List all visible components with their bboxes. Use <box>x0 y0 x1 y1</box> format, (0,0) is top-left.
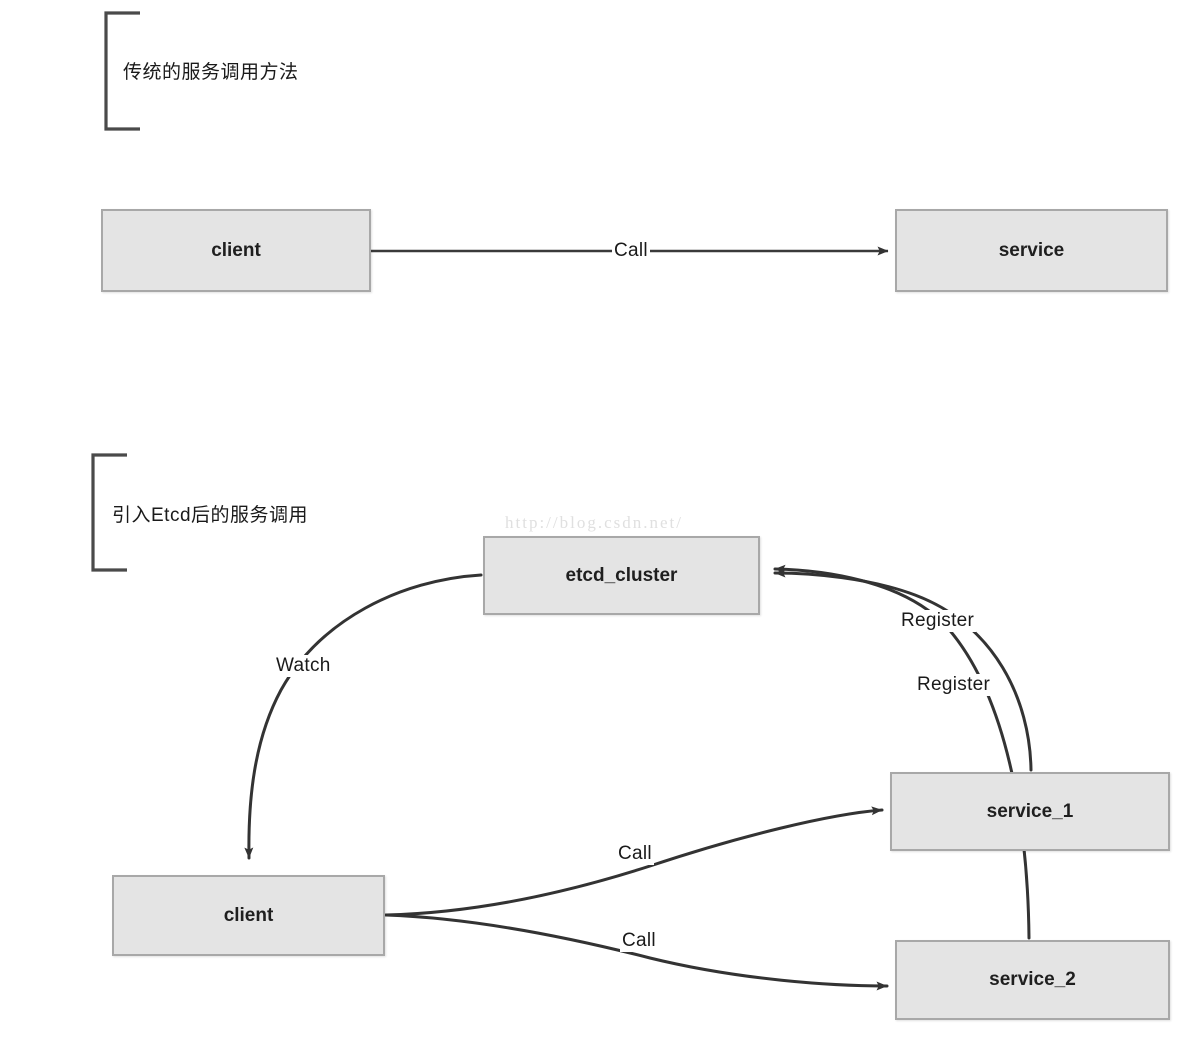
node-label: service <box>998 239 1065 261</box>
node-label: service_1 <box>986 800 1074 822</box>
edge-label-register-1: Register <box>899 610 977 632</box>
edge-label-watch: Watch <box>274 655 333 677</box>
section-label-with-etcd: 引入Etcd后的服务调用 <box>112 505 309 526</box>
edge-label-call-1: Call <box>616 843 654 865</box>
node-client-traditional[interactable]: client <box>101 209 371 292</box>
node-label: etcd_cluster <box>565 564 678 586</box>
edge-label-call-traditional: Call <box>612 240 650 262</box>
edge-call-1-curve <box>384 806 884 917</box>
node-etcd-cluster[interactable]: etcd_cluster <box>483 536 760 615</box>
edge-label-register-2: Register <box>915 674 993 696</box>
section-bracket-traditional <box>104 11 140 131</box>
section-bracket-with-etcd <box>91 453 127 572</box>
node-client-etcd[interactable]: client <box>112 875 385 956</box>
edge-watch-curve <box>244 573 483 860</box>
node-label: client <box>223 904 274 926</box>
section-label-traditional: 传统的服务调用方法 <box>123 62 299 83</box>
edge-label-call-2: Call <box>620 930 658 952</box>
node-service-2[interactable]: service_2 <box>895 940 1170 1020</box>
edge-call-2-curve <box>384 913 889 991</box>
node-service-traditional[interactable]: service <box>895 209 1168 292</box>
watermark-url: http://blog.csdn.net/ <box>505 513 683 532</box>
node-label: client <box>211 239 261 261</box>
node-service-1[interactable]: service_1 <box>890 772 1170 851</box>
edge-register-1-curve <box>773 568 1033 772</box>
node-label: service_2 <box>989 969 1076 990</box>
